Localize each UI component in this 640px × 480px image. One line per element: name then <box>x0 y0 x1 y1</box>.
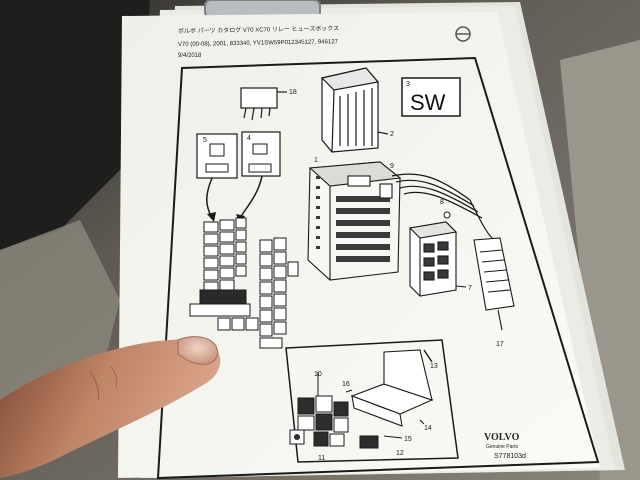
callout-15: 15 <box>404 436 412 443</box>
part-central-module <box>307 161 402 281</box>
relay-4-icon <box>252 143 268 155</box>
fuse-stack-right <box>259 237 299 349</box>
callout-2: 2 <box>390 131 394 138</box>
finger-knuckle-crease <box>89 371 100 401</box>
part-15-leader <box>383 435 403 439</box>
header-line1: ボルボ パーツ カタログ V70 XC70 リレー ヒューズボックス <box>178 24 339 35</box>
relay-5-pins <box>205 163 229 173</box>
dark-fabric <box>0 0 150 250</box>
callout-12: 13 <box>430 363 438 370</box>
relay-4-pins <box>248 163 272 173</box>
callout-16: 16 <box>342 381 350 388</box>
finger-crease-2 <box>109 365 118 389</box>
callout-13: 12 <box>396 450 404 457</box>
callout-17: 17 <box>496 341 504 348</box>
callout-10: 10 <box>314 371 322 378</box>
part-16-leader <box>345 389 353 393</box>
callout-18: 18 <box>289 89 297 96</box>
part-relay-strip <box>240 87 287 121</box>
part-bracket <box>350 349 434 427</box>
callout-8: 8 <box>440 199 444 206</box>
part-wire-harness <box>391 173 493 239</box>
footer-drawing-number: S778103d <box>494 453 526 460</box>
callout-14: 14 <box>424 425 432 432</box>
callout-11: 11 <box>318 455 325 462</box>
relay-5-icon <box>209 143 225 157</box>
part-connector-block <box>320 67 389 153</box>
fingernail <box>177 336 219 365</box>
arrow-right <box>239 175 263 219</box>
callout-1: 1 <box>314 157 318 164</box>
sw-badge-number: 3 <box>406 81 410 88</box>
footer-subtitle: Genuine Parts <box>486 444 518 450</box>
callout-4: 4 <box>247 135 251 142</box>
part-relay-cluster <box>297 372 349 447</box>
footer-brand: VOLVO <box>484 432 520 443</box>
part-relay-box <box>408 221 467 297</box>
sw-badge-text: SW <box>410 90 446 115</box>
part-12-screw <box>423 349 433 363</box>
callout-5: 5 <box>203 137 207 144</box>
part-label-card <box>473 237 515 331</box>
part-13-fuse <box>359 435 379 449</box>
header-date: 9/4/2018 <box>178 53 202 59</box>
part-11-hole <box>294 434 300 440</box>
header-line2: V70 (00-08), 2001, 833340, YV1SW59P01234… <box>178 39 339 48</box>
grey-cushion <box>0 220 120 400</box>
arrow-left-head <box>207 212 216 222</box>
pointing-finger <box>0 339 221 478</box>
callout-9: 9 <box>390 163 394 170</box>
grey-right <box>560 40 640 480</box>
callout-7: 7 <box>468 285 472 292</box>
part-8-clip <box>443 211 451 219</box>
fuse-stack-left <box>189 217 259 331</box>
sw-badge <box>401 77 461 117</box>
detail-frame <box>285 339 459 463</box>
